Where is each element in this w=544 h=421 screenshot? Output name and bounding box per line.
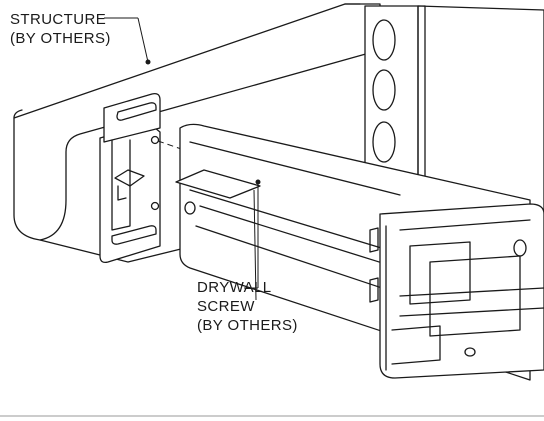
knockout — [372, 19, 396, 61]
structure-leader — [104, 17, 151, 65]
drywall-screw-label: DRYWALL SCREW (BY OTHERS) — [197, 278, 298, 335]
screw-label-line2: SCREW — [197, 298, 255, 315]
knockout — [372, 69, 396, 111]
screw-label-line3: (BY OTHERS) — [197, 317, 298, 334]
structure-label: STRUCTURE (BY OTHERS) — [10, 10, 111, 48]
structure-label-line1: STRUCTURE — [10, 11, 107, 28]
structure-label-line2: (BY OTHERS) — [10, 30, 111, 47]
mounting-bracket — [99, 92, 161, 264]
knockout — [372, 121, 396, 163]
device-housing — [369, 203, 544, 379]
screw-leader — [244, 179, 261, 289]
screw-label-line1: DRYWALL — [197, 279, 272, 296]
